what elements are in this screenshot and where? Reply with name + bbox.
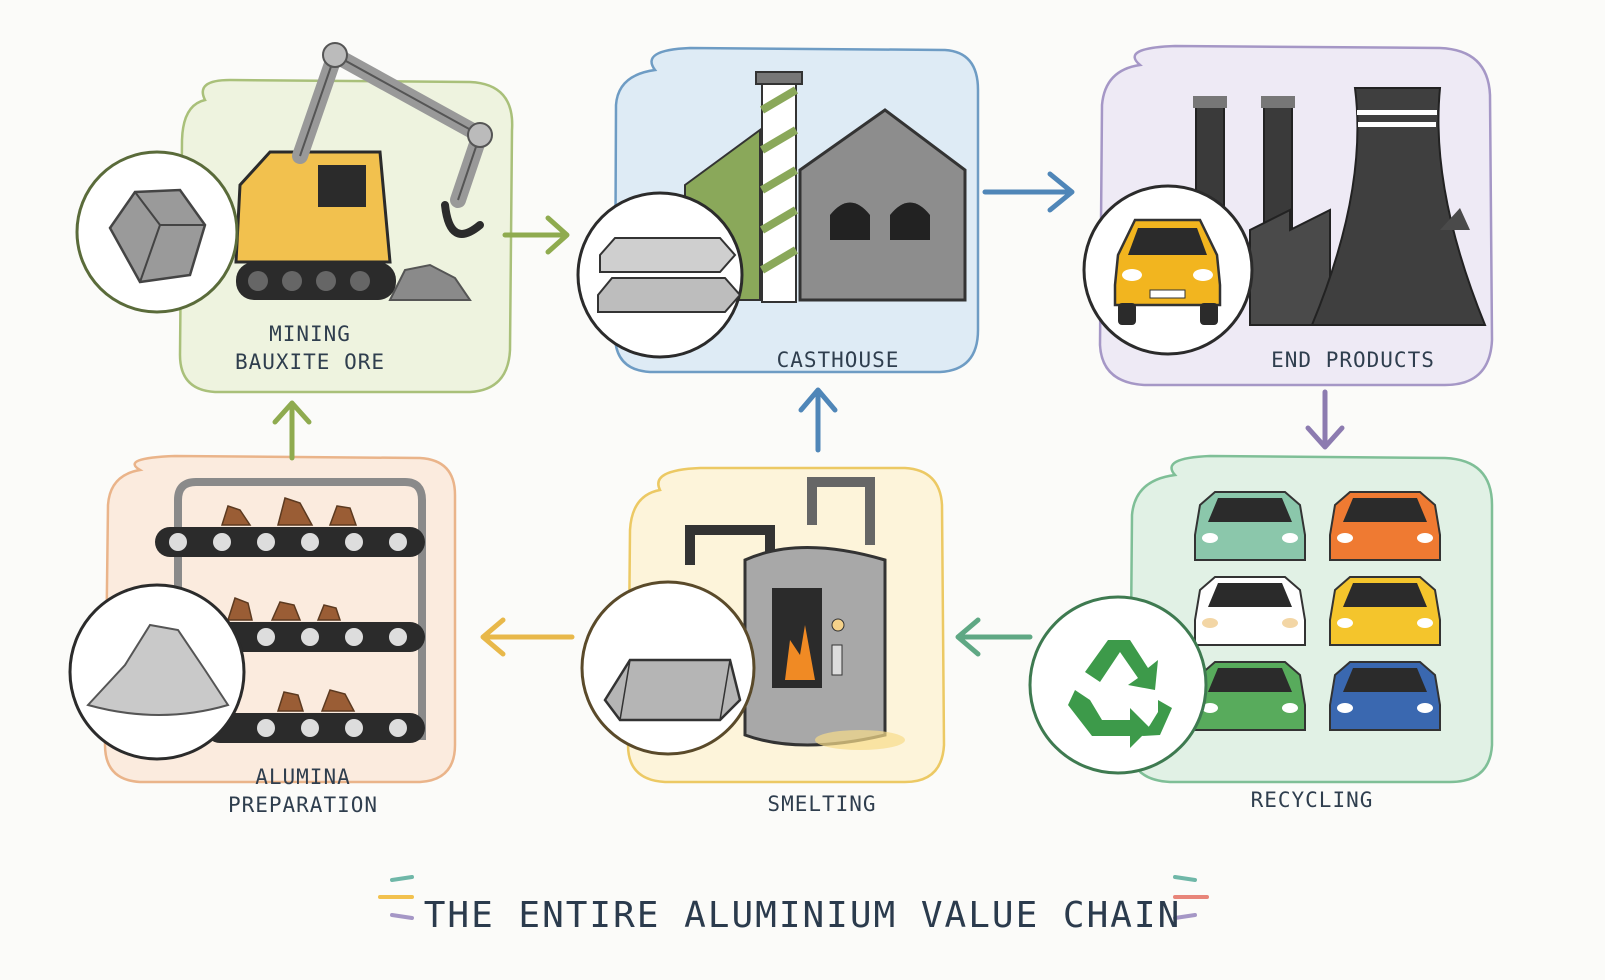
arrow-alumina-to-mining — [272, 400, 312, 461]
label-casthouse: CASTHOUSE — [738, 346, 938, 374]
title-decoration-right — [1173, 875, 1209, 920]
label-alumina: ALUMINA PREPARATION — [193, 763, 413, 819]
bauxite-rock-icon — [75, 150, 239, 314]
panel-smelting — [580, 466, 946, 784]
label-mining: MINING BAUXITE ORE — [210, 320, 410, 376]
arrow-casthouse-to-end-products — [982, 171, 1075, 213]
car-stack-icon — [1194, 491, 1441, 731]
arrow-smelting-to-alumina — [480, 617, 575, 657]
car-mint — [1194, 491, 1306, 561]
car-icon — [1082, 184, 1254, 356]
conveyor-belt-middle — [205, 622, 425, 652]
label-recycling-line1: RECYCLING — [1250, 788, 1374, 812]
car-yellow — [1329, 576, 1441, 646]
car-white — [1194, 576, 1306, 646]
diagram-title: THE ENTIRE ALUMINIUM VALUE CHAIN — [423, 895, 1182, 936]
car-orange — [1329, 491, 1441, 561]
arrow-smelting-to-casthouse — [798, 387, 838, 453]
label-casthouse-line1: CASTHOUSE — [776, 348, 900, 372]
label-mining-line1: MINING — [269, 322, 351, 346]
label-alumina-line2: PREPARATION — [227, 793, 379, 817]
arrow-recycling-to-smelting — [955, 617, 1033, 657]
recycle-icon — [1028, 595, 1208, 775]
label-end-products: END PRODUCTS — [1243, 346, 1463, 374]
ingot-icon — [580, 580, 756, 756]
alumina-powder-icon — [68, 583, 246, 761]
car-blue — [1329, 661, 1441, 731]
conveyor-belt-bottom — [205, 713, 425, 743]
label-alumina-line1: ALUMINA — [255, 765, 351, 789]
panel-recycling — [1028, 454, 1494, 784]
car-green — [1194, 661, 1306, 731]
label-mining-line2: BAUXITE ORE — [234, 350, 386, 374]
arrow-end-products-to-recycling — [1305, 389, 1345, 450]
conveyor-icon — [155, 478, 426, 743]
panel-alumina — [68, 454, 457, 784]
aluminium-ingots-icon — [576, 191, 744, 359]
label-smelting: SMELTING — [722, 790, 922, 818]
panel-end-products — [1082, 44, 1494, 387]
conveyor-belt-top — [155, 527, 425, 557]
panel-mining — [75, 42, 514, 394]
furnace-icon — [685, 477, 905, 750]
label-smelting-line1: SMELTING — [767, 792, 877, 816]
arrow-mining-to-casthouse — [502, 215, 570, 255]
label-end-products-line1: END PRODUCTS — [1271, 348, 1435, 372]
label-recycling: RECYCLING — [1212, 786, 1412, 814]
title-decoration-left — [378, 875, 414, 920]
panel-casthouse — [576, 46, 980, 374]
